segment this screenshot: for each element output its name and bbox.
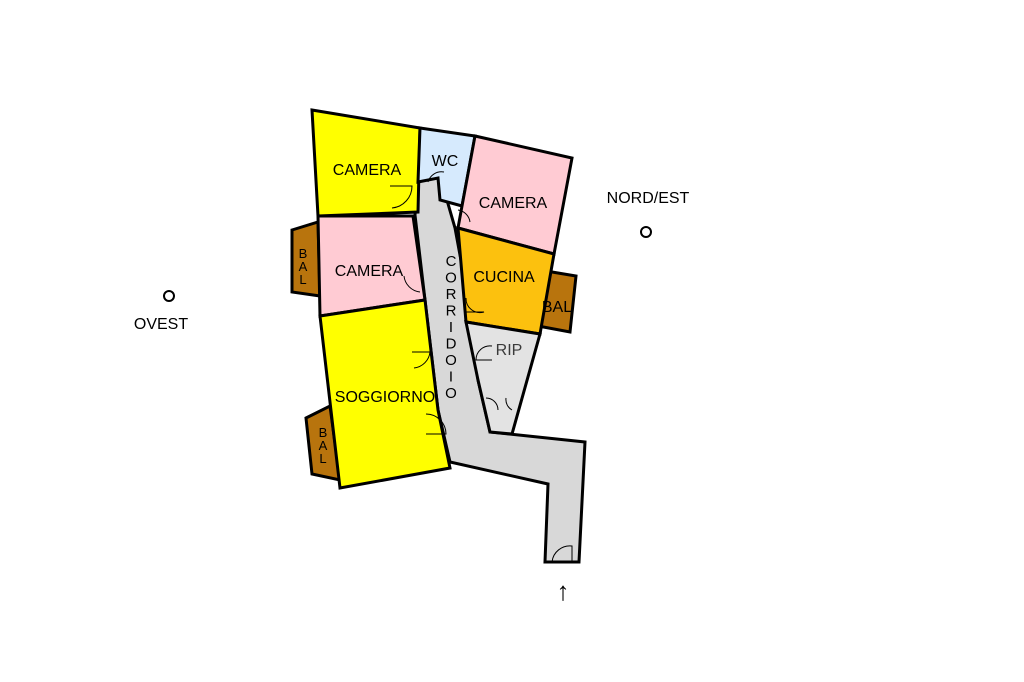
door-entrance bbox=[551, 545, 573, 563]
label-camera-nw: CAMERA bbox=[333, 162, 402, 179]
door-rip-lower bbox=[485, 397, 513, 411]
door-camera-ne bbox=[457, 209, 471, 223]
label-soggiorno: SOGGIORNO bbox=[335, 389, 435, 406]
label-rip: RIP bbox=[496, 342, 523, 359]
label-camera-ne: CAMERA bbox=[479, 195, 548, 212]
entrance-arrow-icon: ↑ bbox=[557, 576, 570, 606]
room-soggiorno bbox=[318, 298, 452, 490]
orientation-label-northeast: NORD/EST bbox=[607, 190, 690, 207]
orientation-marker-northeast bbox=[640, 226, 652, 238]
door-camera-w bbox=[403, 275, 421, 293]
label-cucina: CUCINA bbox=[473, 269, 535, 286]
door-wc bbox=[427, 171, 445, 183]
orientation-label-west: OVEST bbox=[134, 316, 188, 333]
door-cucina bbox=[465, 297, 485, 314]
door-rip bbox=[475, 345, 493, 361]
label-wc: WC bbox=[432, 153, 459, 170]
label-balcony-east: BAL bbox=[542, 299, 572, 316]
door-camera-nw bbox=[390, 185, 413, 209]
room-rip bbox=[464, 320, 542, 436]
orientation-marker-west bbox=[163, 290, 175, 302]
room-camera-nw bbox=[310, 108, 422, 218]
door-soggiorno-a bbox=[412, 351, 431, 369]
door-soggiorno-b bbox=[425, 413, 447, 435]
label-camera-w: CAMERA bbox=[335, 263, 404, 280]
